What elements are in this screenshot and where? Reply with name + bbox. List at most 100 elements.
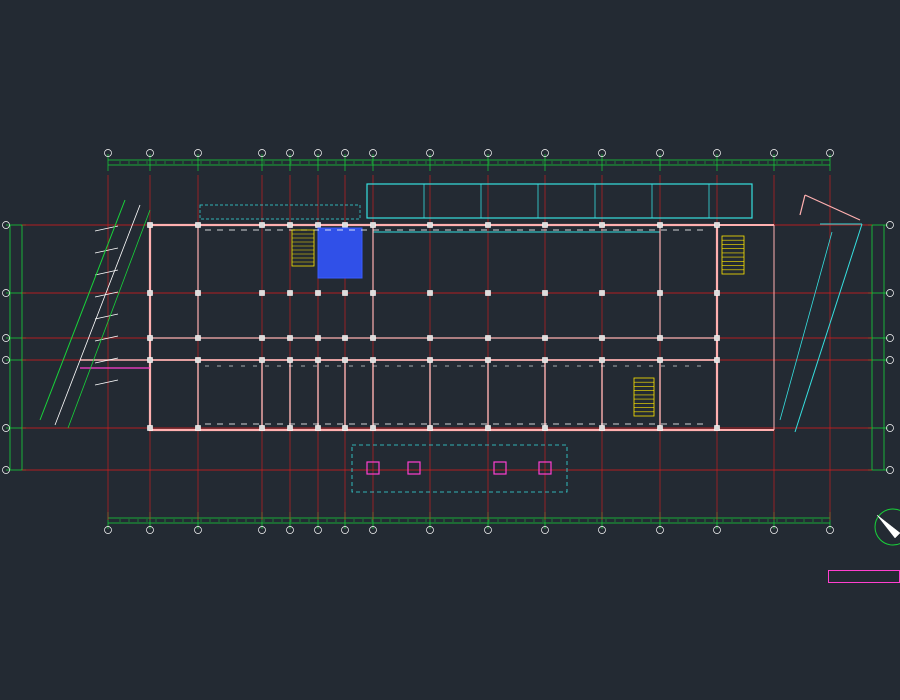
stair-icon	[721, 235, 745, 275]
structural-column	[259, 290, 265, 296]
structural-column	[147, 335, 153, 341]
structural-column	[315, 222, 321, 228]
structural-column	[315, 335, 321, 341]
structural-column	[485, 425, 491, 431]
grid-bubble-icon	[341, 149, 349, 157]
structural-column	[599, 290, 605, 296]
structural-column	[714, 335, 720, 341]
structural-column	[370, 222, 376, 228]
structural-column	[259, 222, 265, 228]
structural-column	[195, 357, 201, 363]
structural-column	[599, 357, 605, 363]
structural-column	[427, 290, 433, 296]
structural-column	[657, 222, 663, 228]
grid-bubble-icon	[598, 526, 606, 534]
ramp-edge	[794, 223, 863, 433]
grid-bubble-icon	[314, 149, 322, 157]
entrance-pier	[366, 461, 380, 475]
grid-bubble-icon	[426, 526, 434, 534]
grid-bubble-icon	[314, 526, 322, 534]
grid-bubble-icon	[886, 466, 894, 474]
entrance-pier	[538, 461, 552, 475]
slanted-wall-line	[67, 209, 151, 429]
curtain-wall-mark	[94, 357, 119, 364]
stair-tower-wall	[804, 194, 861, 221]
grid-bubble-icon	[598, 149, 606, 157]
wall-layer	[80, 194, 861, 432]
structural-column	[287, 222, 293, 228]
stair-icon	[633, 377, 655, 417]
grid-bubble-icon	[886, 334, 894, 342]
grid-bubble-icon	[104, 149, 112, 157]
north-arrow-pointer	[876, 514, 900, 539]
grid-bubble-icon	[369, 149, 377, 157]
curtain-wall-mark	[94, 379, 119, 386]
structural-column	[195, 290, 201, 296]
grid-bubble-icon	[194, 149, 202, 157]
title-stamp	[828, 570, 900, 583]
grid-bubble-icon	[770, 149, 778, 157]
curtain-wall-mark	[94, 291, 119, 298]
grid-bubble-icon	[484, 149, 492, 157]
ramp-edge	[779, 231, 833, 421]
structural-column	[714, 222, 720, 228]
grid-bubble-icon	[2, 289, 10, 297]
structural-column	[485, 290, 491, 296]
grid-bubble-icon	[146, 149, 154, 157]
grid-bubble-icon	[541, 526, 549, 534]
grid-bubble-icon	[146, 526, 154, 534]
grid-bubble-icon	[369, 526, 377, 534]
structural-column	[259, 357, 265, 363]
north-arrow-icon	[874, 508, 900, 546]
grid-bubble-icon	[426, 149, 434, 157]
structural-column	[714, 425, 720, 431]
structural-column	[195, 335, 201, 341]
structural-column	[427, 222, 433, 228]
structural-column	[147, 357, 153, 363]
structural-column	[342, 335, 348, 341]
grid-bubble-icon	[2, 334, 10, 342]
structural-column	[370, 425, 376, 431]
structural-column	[427, 425, 433, 431]
structural-column	[370, 290, 376, 296]
entrance-pier	[407, 461, 421, 475]
structural-column	[714, 290, 720, 296]
structural-column	[195, 222, 201, 228]
skylight-band-outline	[366, 183, 753, 219]
curtain-wall-mark	[94, 247, 119, 254]
detail-layer	[39, 199, 703, 475]
structural-column	[657, 425, 663, 431]
entrance-pier	[493, 461, 507, 475]
grid-bubble-icon	[826, 149, 834, 157]
grid-bubble-icon	[713, 149, 721, 157]
structural-column	[657, 335, 663, 341]
grid-bubble-icon	[2, 424, 10, 432]
grid-bubble-icon	[2, 356, 10, 364]
elevator-shaft	[317, 227, 363, 279]
structural-column	[259, 335, 265, 341]
eave-outline	[199, 204, 361, 220]
curtain-wall-mark	[94, 313, 119, 320]
exterior-wall	[148, 223, 719, 432]
grid-bubble-icon	[886, 221, 894, 229]
structural-column	[599, 222, 605, 228]
curtain-wall-mark	[94, 335, 119, 342]
grid-bubble-icon	[258, 526, 266, 534]
grid-bubble-icon	[886, 289, 894, 297]
stair-icon	[291, 229, 315, 267]
structural-column	[342, 357, 348, 363]
grid-bubble-icon	[656, 526, 664, 534]
grid-bubble-icon	[713, 526, 721, 534]
structural-column	[542, 222, 548, 228]
structural-column	[485, 222, 491, 228]
stair-tower-wall	[799, 194, 806, 216]
grid-bubble-icon	[341, 526, 349, 534]
structural-column	[287, 357, 293, 363]
structural-column	[315, 425, 321, 431]
structural-column	[542, 357, 548, 363]
grid-bubble-icon	[194, 526, 202, 534]
structural-column	[287, 335, 293, 341]
structural-column	[342, 425, 348, 431]
north-arrow-ring	[874, 508, 900, 546]
